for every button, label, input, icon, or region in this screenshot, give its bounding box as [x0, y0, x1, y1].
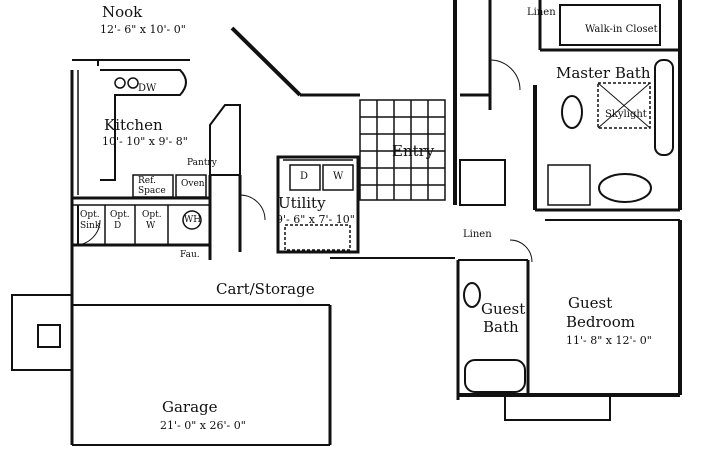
cart-storage-label: Cart/Storage — [216, 280, 315, 298]
skylight-label: Skylight — [605, 109, 647, 120]
water-heater-label: WH — [184, 215, 202, 225]
opt-sink-label-1: Opt. — [80, 210, 100, 220]
guest-bedroom-dimensions: 11'- 8" x 12'- 0" — [566, 334, 652, 347]
guest-bedroom-label-2: Bedroom — [566, 313, 635, 331]
opt-dryer-label-1: Opt. — [110, 210, 130, 220]
guest-bedroom-label-1: Guest — [568, 294, 613, 312]
utility-label: Utility — [278, 194, 326, 212]
kitchen-dimensions: 10'- 10" x 9'- 8" — [102, 135, 188, 148]
water-heater-symbol — [182, 210, 202, 230]
ref-space-label-1: Ref. — [138, 176, 156, 186]
garage-label: Garage — [162, 398, 218, 416]
utility-washer-label: W — [333, 171, 344, 182]
guest-bath-label-2: Bath — [483, 318, 519, 336]
kitchen-label: Kitchen — [104, 116, 163, 134]
entry-label: Entry — [392, 142, 435, 160]
walk-in-closet-label: Walk-in Closet — [585, 24, 658, 35]
furnace-label: Fau. — [180, 250, 200, 260]
opt-sink-label-2: Sink — [80, 221, 101, 231]
linen-top-label: Linen — [527, 7, 556, 18]
linen-mid-label: Linen — [463, 229, 492, 240]
nook-label: Nook — [102, 3, 143, 21]
oven-label: Oven — [181, 179, 205, 189]
dishwasher-label: DW — [138, 83, 157, 94]
nook-dimensions: 12'- 6" x 10'- 0" — [100, 23, 186, 36]
garage-dimensions: 21'- 0" x 26'- 0" — [160, 419, 246, 432]
utility-dryer-label: D — [300, 171, 309, 182]
utility-dimensions: 9'- 6" x 7'- 10" — [276, 213, 355, 226]
guest-bath-label-1: Guest — [481, 300, 526, 318]
ref-space-label-2: Space — [138, 186, 166, 196]
pantry-label: Pantry — [187, 158, 217, 168]
opt-washer-label-1: Opt. — [142, 210, 162, 220]
opt-dryer-label-2: D — [114, 221, 122, 231]
opt-washer-label-2: W — [146, 221, 156, 231]
master-bath-label: Master Bath — [556, 64, 651, 82]
